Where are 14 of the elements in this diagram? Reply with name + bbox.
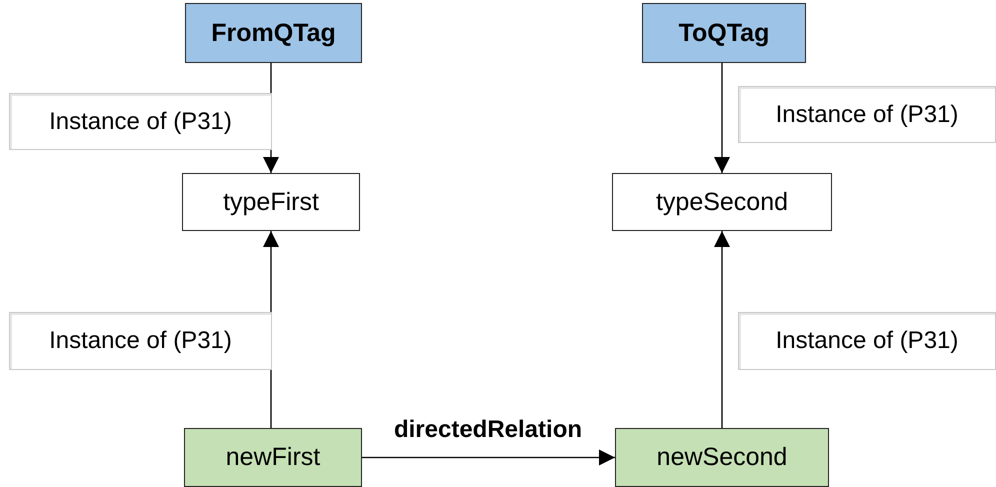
- type-box: typeSecond: [612, 173, 832, 231]
- arrow: [362, 450, 615, 466]
- edge-label: Instance of (P31): [9, 312, 272, 370]
- class-box: ToQTag: [642, 3, 806, 63]
- item-box: newSecond: [615, 428, 829, 487]
- arrow: [714, 231, 730, 428]
- edge-label: Instance of (P31): [738, 86, 996, 143]
- item-box: newFirst: [184, 428, 362, 487]
- edge-label: Instance of (P31): [9, 93, 272, 150]
- class-box: FromQTag: [185, 3, 362, 63]
- edge-label: Instance of (P31): [738, 312, 996, 370]
- edge-label: directedRelation: [392, 415, 584, 445]
- type-box: typeFirst: [182, 173, 360, 231]
- arrow: [714, 63, 730, 173]
